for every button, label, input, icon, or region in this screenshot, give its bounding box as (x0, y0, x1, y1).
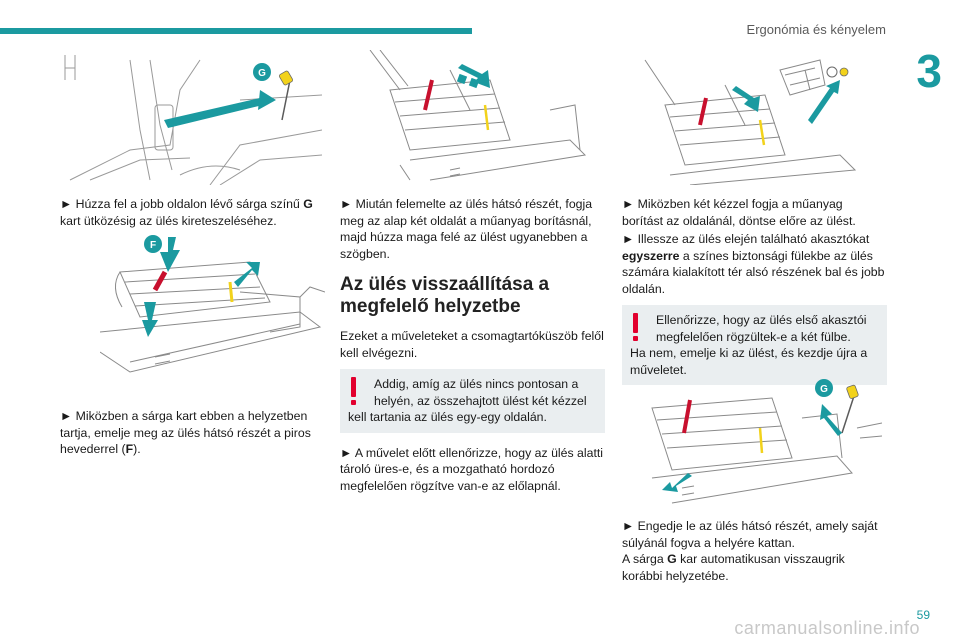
note-line-1: Ellenőrizze, hogy az ülés első akasztói … (656, 313, 867, 344)
step-tilt-seat: ► Miközben két kézzel fogja a műanyag bo… (622, 197, 856, 228)
step-lift-rear: ► Miközben a sárga kart ebben a helyzetb… (60, 409, 311, 456)
warning-icon (631, 313, 639, 343)
seat-lift-drawing: F (100, 235, 325, 373)
step-attach-hooks: ► Illessze az ülés elején található akas… (622, 232, 885, 296)
label-g-badge (253, 63, 271, 81)
warning-icon (349, 377, 357, 407)
svg-text:F: F (150, 240, 156, 251)
svg-text:G: G (258, 68, 266, 79)
chapter-number: 3 (916, 45, 942, 97)
section-title: Ergonómia és kényelem (746, 22, 886, 37)
seat-tilt-drawing (644, 59, 857, 185)
step-unlock-lever: ► Húzza fel a jobb oldalon lévő sárga sz… (60, 197, 313, 228)
step-lever-returns: A sárga G kar automatikusan visszaugrik … (622, 552, 845, 583)
illustration-lower-seat: G (622, 378, 882, 513)
illustration-tilt-seat (630, 50, 875, 185)
illustration-lever-g: G (60, 50, 322, 185)
note-line-1: Addig, amíg az ülés nincs pontosan a hel… (374, 377, 587, 408)
label-g-badge (815, 379, 833, 397)
warning-note: Addig, amíg az ülés nincs pontosan a hel… (340, 369, 605, 433)
seat-lever-drawing: G (64, 55, 322, 185)
seat-lower-drawing: G (651, 379, 882, 504)
watermark: carmanualsonline.info (734, 618, 920, 638)
intro-text: Ezeket a műveleteket a csomagtartóküszöb… (340, 329, 604, 360)
page-number: 59 (916, 608, 930, 622)
step-check-storage: ► A művelet előtt ellenőrizze, hogy az ü… (340, 445, 604, 493)
step-lower-rear: ► Engedje le az ülés hátsó részét, amely… (622, 519, 878, 550)
label-f-badge (144, 235, 162, 253)
illustration-pull-seat (350, 50, 590, 185)
seat-pull-drawing (369, 50, 587, 181)
step-pull-seat: ► Miután felemelte az ülés hátsó részét,… (340, 197, 593, 261)
svg-text:G: G (820, 384, 828, 395)
chapter-tab (902, 36, 960, 108)
section-heading: Az ülés visszaállítása a megfelelő helyz… (340, 274, 550, 317)
warning-note-hooks: Ellenőrizze, hogy az ülés első akasztói … (622, 305, 887, 385)
note-line-2: Ha nem, emelje ki az ülést, és kezdje új… (630, 346, 868, 377)
note-line-2: kell tartania az ülés egy-egy oldalán. (348, 410, 547, 424)
header-accent-bar (0, 28, 472, 34)
illustration-lift-seat: F (100, 232, 325, 392)
